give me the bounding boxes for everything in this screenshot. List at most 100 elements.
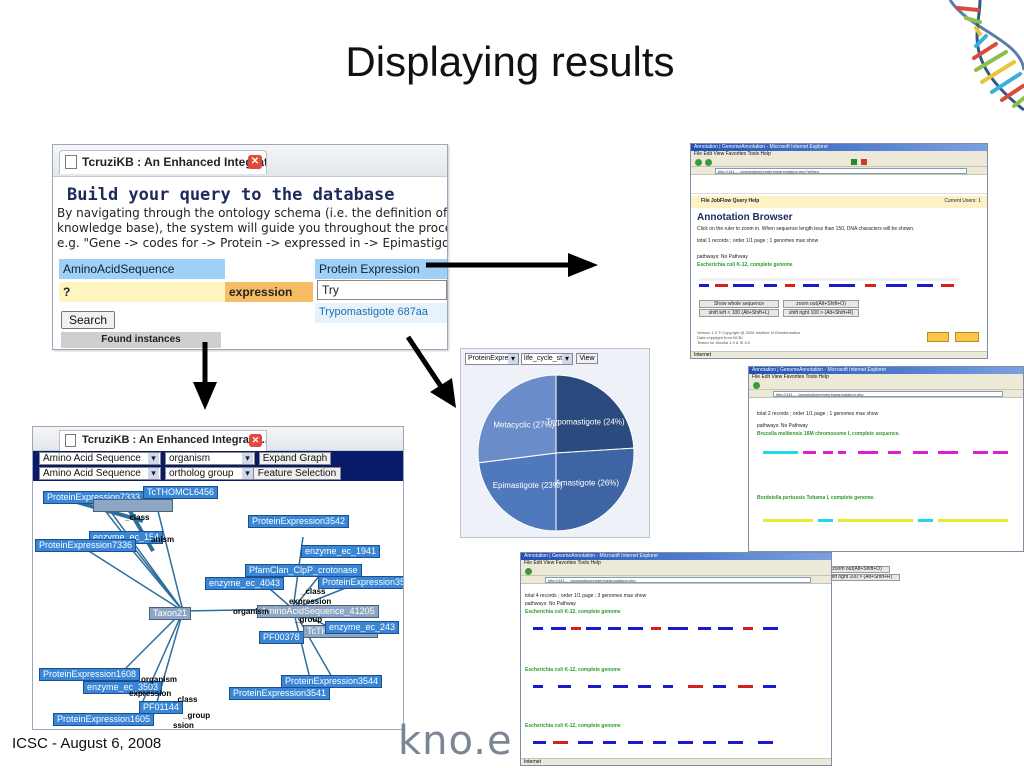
- gene-feature[interactable]: [784, 284, 796, 287]
- gene-feature[interactable]: [940, 284, 954, 287]
- gene-track[interactable]: [763, 451, 1013, 457]
- graph-node[interactable]: AminoAcidSequence_41205: [257, 605, 379, 618]
- gene-feature[interactable]: [886, 284, 907, 287]
- attribute-select[interactable]: life_cycle_stage: [521, 353, 573, 365]
- graph-node[interactable]: [93, 499, 173, 512]
- pie-slice-epimastigote[interactable]: [478, 452, 557, 532]
- gene-feature[interactable]: [533, 685, 543, 688]
- graph-node[interactable]: Taxon21: [149, 607, 192, 620]
- protein-expression-input[interactable]: Try: [317, 280, 447, 300]
- gene-feature[interactable]: [763, 627, 778, 630]
- protein-expression-header[interactable]: Protein Expression: [315, 259, 447, 279]
- gene-feature[interactable]: [938, 519, 1008, 522]
- gene-feature[interactable]: [603, 741, 616, 744]
- graph-canvas[interactable]: TcTHOMCL6456 ProteinExpression7333 enzym…: [33, 481, 403, 729]
- graph-node[interactable]: enzyme_ec_3503: [83, 681, 163, 694]
- gene-feature[interactable]: [703, 741, 716, 744]
- pathway-select[interactable]: pathways: No Pathway: [697, 254, 748, 260]
- address-field[interactable]: http://141.... /annotation/rendering/ann…: [773, 391, 1003, 397]
- gene-feature[interactable]: [713, 685, 726, 688]
- gene-feature[interactable]: [638, 685, 651, 688]
- gene-feature[interactable]: [818, 519, 833, 522]
- search-button[interactable]: Search: [61, 311, 115, 329]
- app-nav-menu[interactable]: File JobFlow Query Help: [701, 198, 760, 204]
- gene-feature[interactable]: [718, 627, 733, 630]
- gene-feature[interactable]: [917, 284, 933, 287]
- address-field[interactable]: http://141.... /annotation/rendering/ann…: [715, 168, 967, 174]
- gene-feature[interactable]: [938, 451, 958, 454]
- pie-slice-trypomastigote[interactable]: [555, 374, 635, 454]
- view-button[interactable]: View: [576, 353, 598, 364]
- gene-feature[interactable]: [613, 685, 628, 688]
- graph-node[interactable]: PF00378: [259, 631, 304, 644]
- gene-feature[interactable]: [732, 284, 754, 287]
- gene-feature[interactable]: [533, 741, 546, 744]
- graph-node[interactable]: ProteinExpression3544: [281, 675, 383, 688]
- graph-node[interactable]: enzyme_ec_1941: [301, 545, 381, 558]
- gene-feature[interactable]: [764, 284, 777, 287]
- gene-feature[interactable]: [570, 627, 581, 630]
- zoom-out-button[interactable]: zoom out(Alt+Shift+O): [824, 566, 890, 573]
- expand-graph-button[interactable]: Expand Graph: [259, 452, 331, 465]
- gene-feature[interactable]: [838, 451, 846, 454]
- menu-bar[interactable]: File Edit View Favorites Tools Help: [521, 560, 831, 567]
- gene-feature[interactable]: [763, 519, 813, 522]
- gene-feature[interactable]: [738, 685, 753, 688]
- gene-feature[interactable]: [663, 685, 673, 688]
- gene-track[interactable]: [533, 627, 783, 631]
- gene-feature[interactable]: [678, 741, 693, 744]
- zoom-out-button[interactable]: zoom out(Alt+Shift+O): [783, 300, 859, 308]
- gene-feature[interactable]: [533, 627, 543, 630]
- gene-feature[interactable]: [628, 741, 643, 744]
- gene-feature[interactable]: [758, 741, 773, 744]
- gene-feature[interactable]: [803, 284, 819, 287]
- gene-feature[interactable]: [865, 284, 876, 287]
- close-tab-icon[interactable]: ✕: [248, 155, 262, 169]
- feature-selection-button[interactable]: Feature Selection: [253, 467, 341, 480]
- gene-feature[interactable]: [763, 685, 776, 688]
- shift-right-button[interactable]: shift right 100 > (Alt+Shift+R): [820, 574, 900, 581]
- menu-bar[interactable]: File Edit View Favorites Tools Help: [749, 374, 1023, 381]
- gene-feature[interactable]: [578, 741, 593, 744]
- menu-bar[interactable]: File Edit View Favorites Tools Help: [691, 151, 987, 158]
- gene-feature[interactable]: [628, 627, 643, 630]
- relation-select[interactable]: organism: [165, 452, 255, 465]
- gene-feature[interactable]: [913, 451, 928, 454]
- gene-feature[interactable]: [714, 284, 728, 287]
- graph-node[interactable]: PF01144: [139, 701, 183, 714]
- graph-node[interactable]: TcTHOMCL6456: [143, 486, 219, 499]
- gene-feature[interactable]: [888, 451, 901, 454]
- gene-feature[interactable]: [858, 451, 878, 454]
- gene-feature[interactable]: [993, 451, 1008, 454]
- browser-tab[interactable]: TcruziKB : An Enhanced Integrate... ✕: [59, 150, 267, 174]
- gene-feature[interactable]: [558, 685, 571, 688]
- address-field[interactable]: http://141.... /annotation/rendering/ann…: [545, 577, 811, 583]
- gene-feature[interactable]: [550, 627, 566, 630]
- gene-feature[interactable]: [688, 685, 703, 688]
- gene-feature[interactable]: [608, 627, 621, 630]
- gene-feature[interactable]: [698, 627, 711, 630]
- graph-node[interactable]: ProteinExpression35: [318, 576, 403, 589]
- gene-feature[interactable]: [803, 451, 816, 454]
- gene-track[interactable]: [763, 519, 1013, 525]
- forward-icon[interactable]: [705, 159, 712, 166]
- gene-feature[interactable]: [743, 627, 753, 630]
- browser-tab[interactable]: TcruziKB : An Enhanced Integrate... ✕: [59, 430, 267, 451]
- node-type-select-2[interactable]: Amino Acid Sequence: [39, 467, 161, 480]
- gene-feature[interactable]: [763, 451, 798, 454]
- autocomplete-suggestion[interactable]: Trypomastigote 687aa: [315, 303, 447, 323]
- entity-select[interactable]: ProteinExpression: [465, 353, 519, 365]
- graph-node[interactable]: ProteinExpression7336: [35, 539, 137, 552]
- relation-select-2[interactable]: ortholog group: [165, 467, 255, 480]
- gene-feature[interactable]: [653, 741, 666, 744]
- gene-feature[interactable]: [838, 519, 913, 522]
- gene-feature[interactable]: [728, 741, 743, 744]
- graph-node[interactable]: PfamClan_ClpP_crotonase: [245, 564, 362, 577]
- genome-track[interactable]: [699, 272, 959, 292]
- back-icon[interactable]: [525, 568, 532, 575]
- gene-track[interactable]: [699, 284, 959, 287]
- graph-node[interactable]: ProteinExpression1608: [39, 668, 141, 681]
- graph-node[interactable]: enzyme_ec_243: [325, 621, 400, 634]
- gene-feature[interactable]: [650, 627, 661, 630]
- gene-track[interactable]: [533, 741, 783, 745]
